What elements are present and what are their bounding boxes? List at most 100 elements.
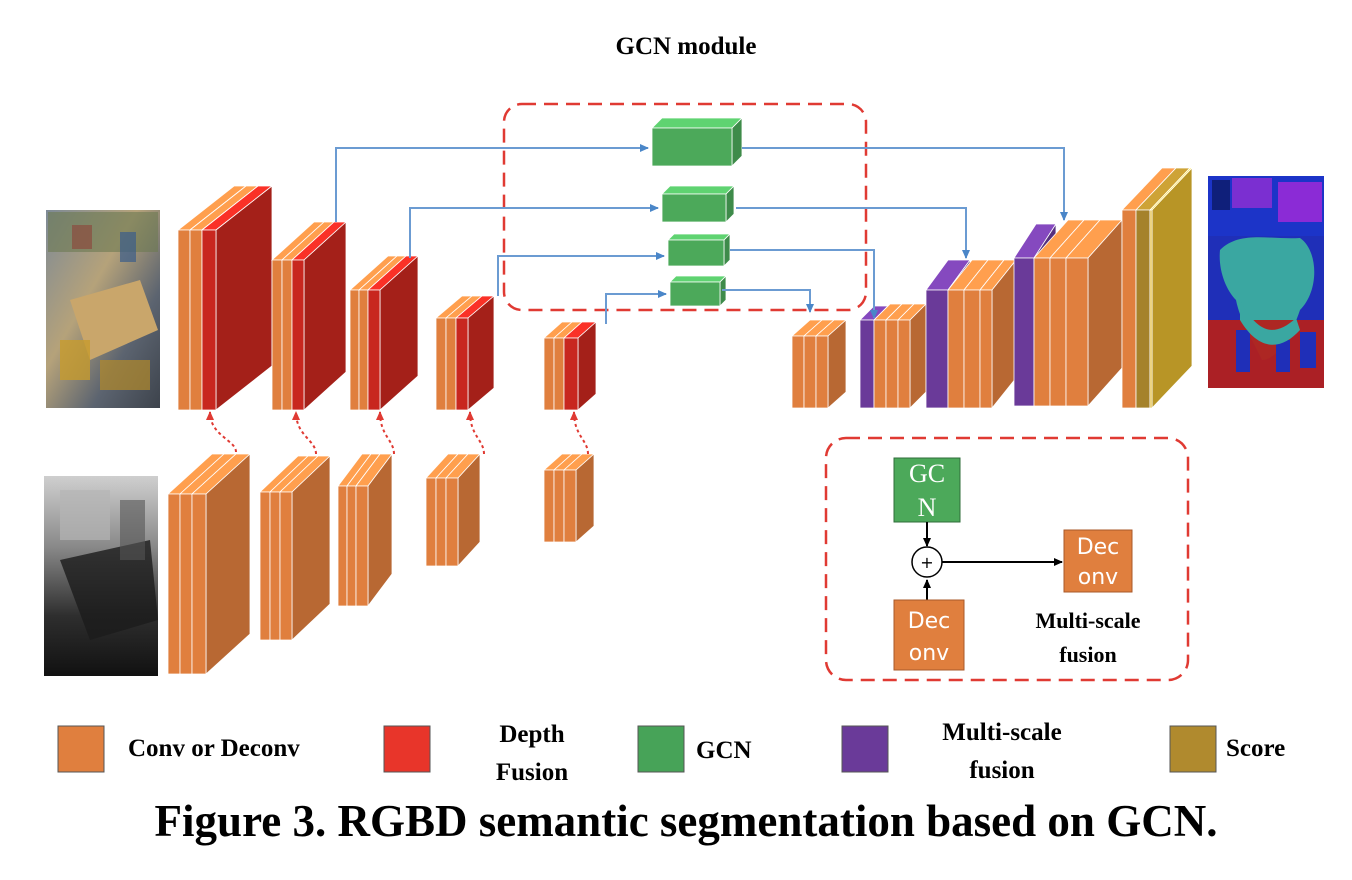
rgb-enc-5-slab0-front: [543, 337, 555, 411]
rgb-enc-1-slab1-front: [189, 229, 203, 411]
dec-4-slab0-front: [1033, 257, 1051, 407]
fusion-inset: GC N + Dec onv Dec onv Multi-scale fusio…: [893, 457, 1141, 671]
legend-label-msf-1: Multi-scale: [942, 719, 1061, 746]
dec-1-last-side: [827, 319, 847, 409]
gcn-block-3-front: [667, 239, 725, 267]
legend-label-msf-2: fusion: [969, 757, 1034, 784]
diagram-title: GCN module: [616, 33, 757, 60]
legend: Conv or Deconv Depth Fusion GCN Multi-sc…: [57, 719, 1285, 786]
rgb-enc-5-slab1-front: [553, 337, 565, 411]
skip-arrow-4-out: [722, 289, 814, 313]
fusion-inset-box: [824, 436, 1190, 682]
skip-connections: [335, 144, 1068, 324]
dec-3-last-front: [979, 289, 993, 409]
skip-arrow-1-in: [335, 144, 649, 222]
depth-enc-1-slab0-front: [167, 493, 181, 675]
score-conv-front: [1121, 209, 1137, 409]
inset-gcn-box: [893, 457, 961, 523]
skip-arrow-3-out: [730, 249, 878, 319]
inset-output-label-2: onv: [1078, 565, 1118, 590]
dec-2-slab1-front: [885, 319, 899, 409]
dec-4-last-front: [1065, 257, 1089, 407]
inset-deconv-label-2: onv: [909, 641, 949, 666]
segmentation-output-image: [1208, 176, 1324, 388]
dec-1-last-front: [815, 335, 829, 409]
legend-label-depth-2: Fusion: [496, 759, 568, 786]
gcn-block-4-front: [669, 281, 721, 307]
depth-enc-5-slab0-front: [543, 469, 555, 543]
depth-enc-4-last-front: [445, 477, 459, 567]
inset-fusion-label-1: Multi-scale: [1035, 608, 1140, 633]
figure-caption: Figure 3. RGBD semantic segmentation bas…: [155, 796, 1218, 846]
dec-1-slab0-front: [791, 335, 805, 409]
legend-label-depth-1: Depth: [499, 721, 564, 748]
rgb-enc-5-fuse-side: [577, 321, 597, 411]
inset-gcn-label-2: N: [918, 493, 937, 522]
dec-4-msf-front: [1013, 257, 1035, 407]
skip-arrow-3-in: [497, 252, 665, 296]
score-edge-side: [1151, 167, 1193, 409]
inset-gcn-label-1: GC: [909, 459, 945, 488]
depth-enc-1-b-front: [191, 493, 207, 675]
depth-fusion-arrows: [206, 411, 589, 455]
gcn-block-3-side: [723, 233, 731, 267]
rgb-enc-2-slab0-front: [271, 259, 283, 411]
depth-enc-4-slab0-front: [425, 477, 437, 567]
rgb-enc-3-fuse-front: [367, 289, 381, 411]
rgb-enc-2-slab1-front: [281, 259, 293, 411]
legend-label-conv: Conv or Deconv: [128, 735, 300, 762]
inset-plus-sign: +: [920, 553, 933, 572]
legend-label-score: Score: [1226, 735, 1285, 762]
gcn-block-4-top: [669, 275, 727, 283]
rgb-enc-1-fuse-front: [201, 229, 217, 411]
dec-2-last-front: [897, 319, 911, 409]
rgb-enc-1-slab0-front: [177, 229, 191, 411]
depth-enc-5-last-front: [563, 469, 577, 543]
rgb-enc-2-fuse-front: [291, 259, 305, 411]
depth-enc-5-last-side: [575, 453, 595, 543]
inset-output-label-1: Dec: [1077, 535, 1120, 560]
dec-2-last-side: [909, 303, 927, 409]
dec-3-slab1-front: [963, 289, 981, 409]
rgb-enc-4-fuse-front: [455, 317, 469, 411]
skip-arrow-1-out: [742, 147, 1068, 221]
skip-arrow-4-in: [605, 290, 667, 324]
dec-3-slab0-front: [947, 289, 965, 409]
inset-fusion-label-2: fusion: [1059, 642, 1116, 667]
dec-4-slab1-front: [1049, 257, 1067, 407]
rgb-input-image: [46, 210, 160, 408]
depth-enc-3-last-front: [355, 485, 369, 607]
depth-enc-3-slab0-front: [337, 485, 348, 607]
depth-enc-2-last-front: [279, 491, 293, 641]
inset-deconv-box: [893, 599, 965, 671]
depth-enc-1-slab1-front: [179, 493, 193, 675]
skip-arrow-2-in: [409, 204, 659, 258]
depth-enc-4-slab1-front: [435, 477, 447, 567]
depth-enc-5-slab1-front: [553, 469, 565, 543]
legend-swatch-gcn: [637, 725, 685, 773]
score-edge-front: [1149, 209, 1153, 409]
inset-output-box: [1063, 529, 1133, 593]
gcn-block-2-top: [661, 185, 735, 195]
depth-enc-3-slab1-front: [346, 485, 357, 607]
inset-deconv-label-1: Dec: [908, 609, 951, 634]
gcn-block-3-top: [667, 233, 731, 241]
legend-swatch-conv: [57, 725, 105, 773]
depth-arrow-5: [570, 411, 589, 455]
depth-arrow-2: [292, 411, 317, 455]
dec-3-msf-front: [925, 289, 949, 409]
depth-arrow-3: [376, 411, 395, 455]
rgb-enc-4-slab0-front: [435, 317, 447, 411]
depth-input-image: [44, 476, 158, 676]
rgb-enc-5-fuse-front: [563, 337, 579, 411]
score-thin-front: [1135, 209, 1151, 409]
gcn-block-1-top: [651, 117, 743, 129]
legend-label-gcn: GCN: [696, 737, 752, 764]
depth-enc-2-slab0-front: [259, 491, 271, 641]
gcn-block-1-front: [651, 127, 733, 167]
dec-2-msf-front: [859, 319, 875, 409]
legend-swatch-msf: [841, 725, 889, 773]
legend-swatch-depth: [383, 725, 431, 773]
depth-arrow-4: [466, 411, 485, 455]
depth-enc-2-slab1-front: [269, 491, 281, 641]
